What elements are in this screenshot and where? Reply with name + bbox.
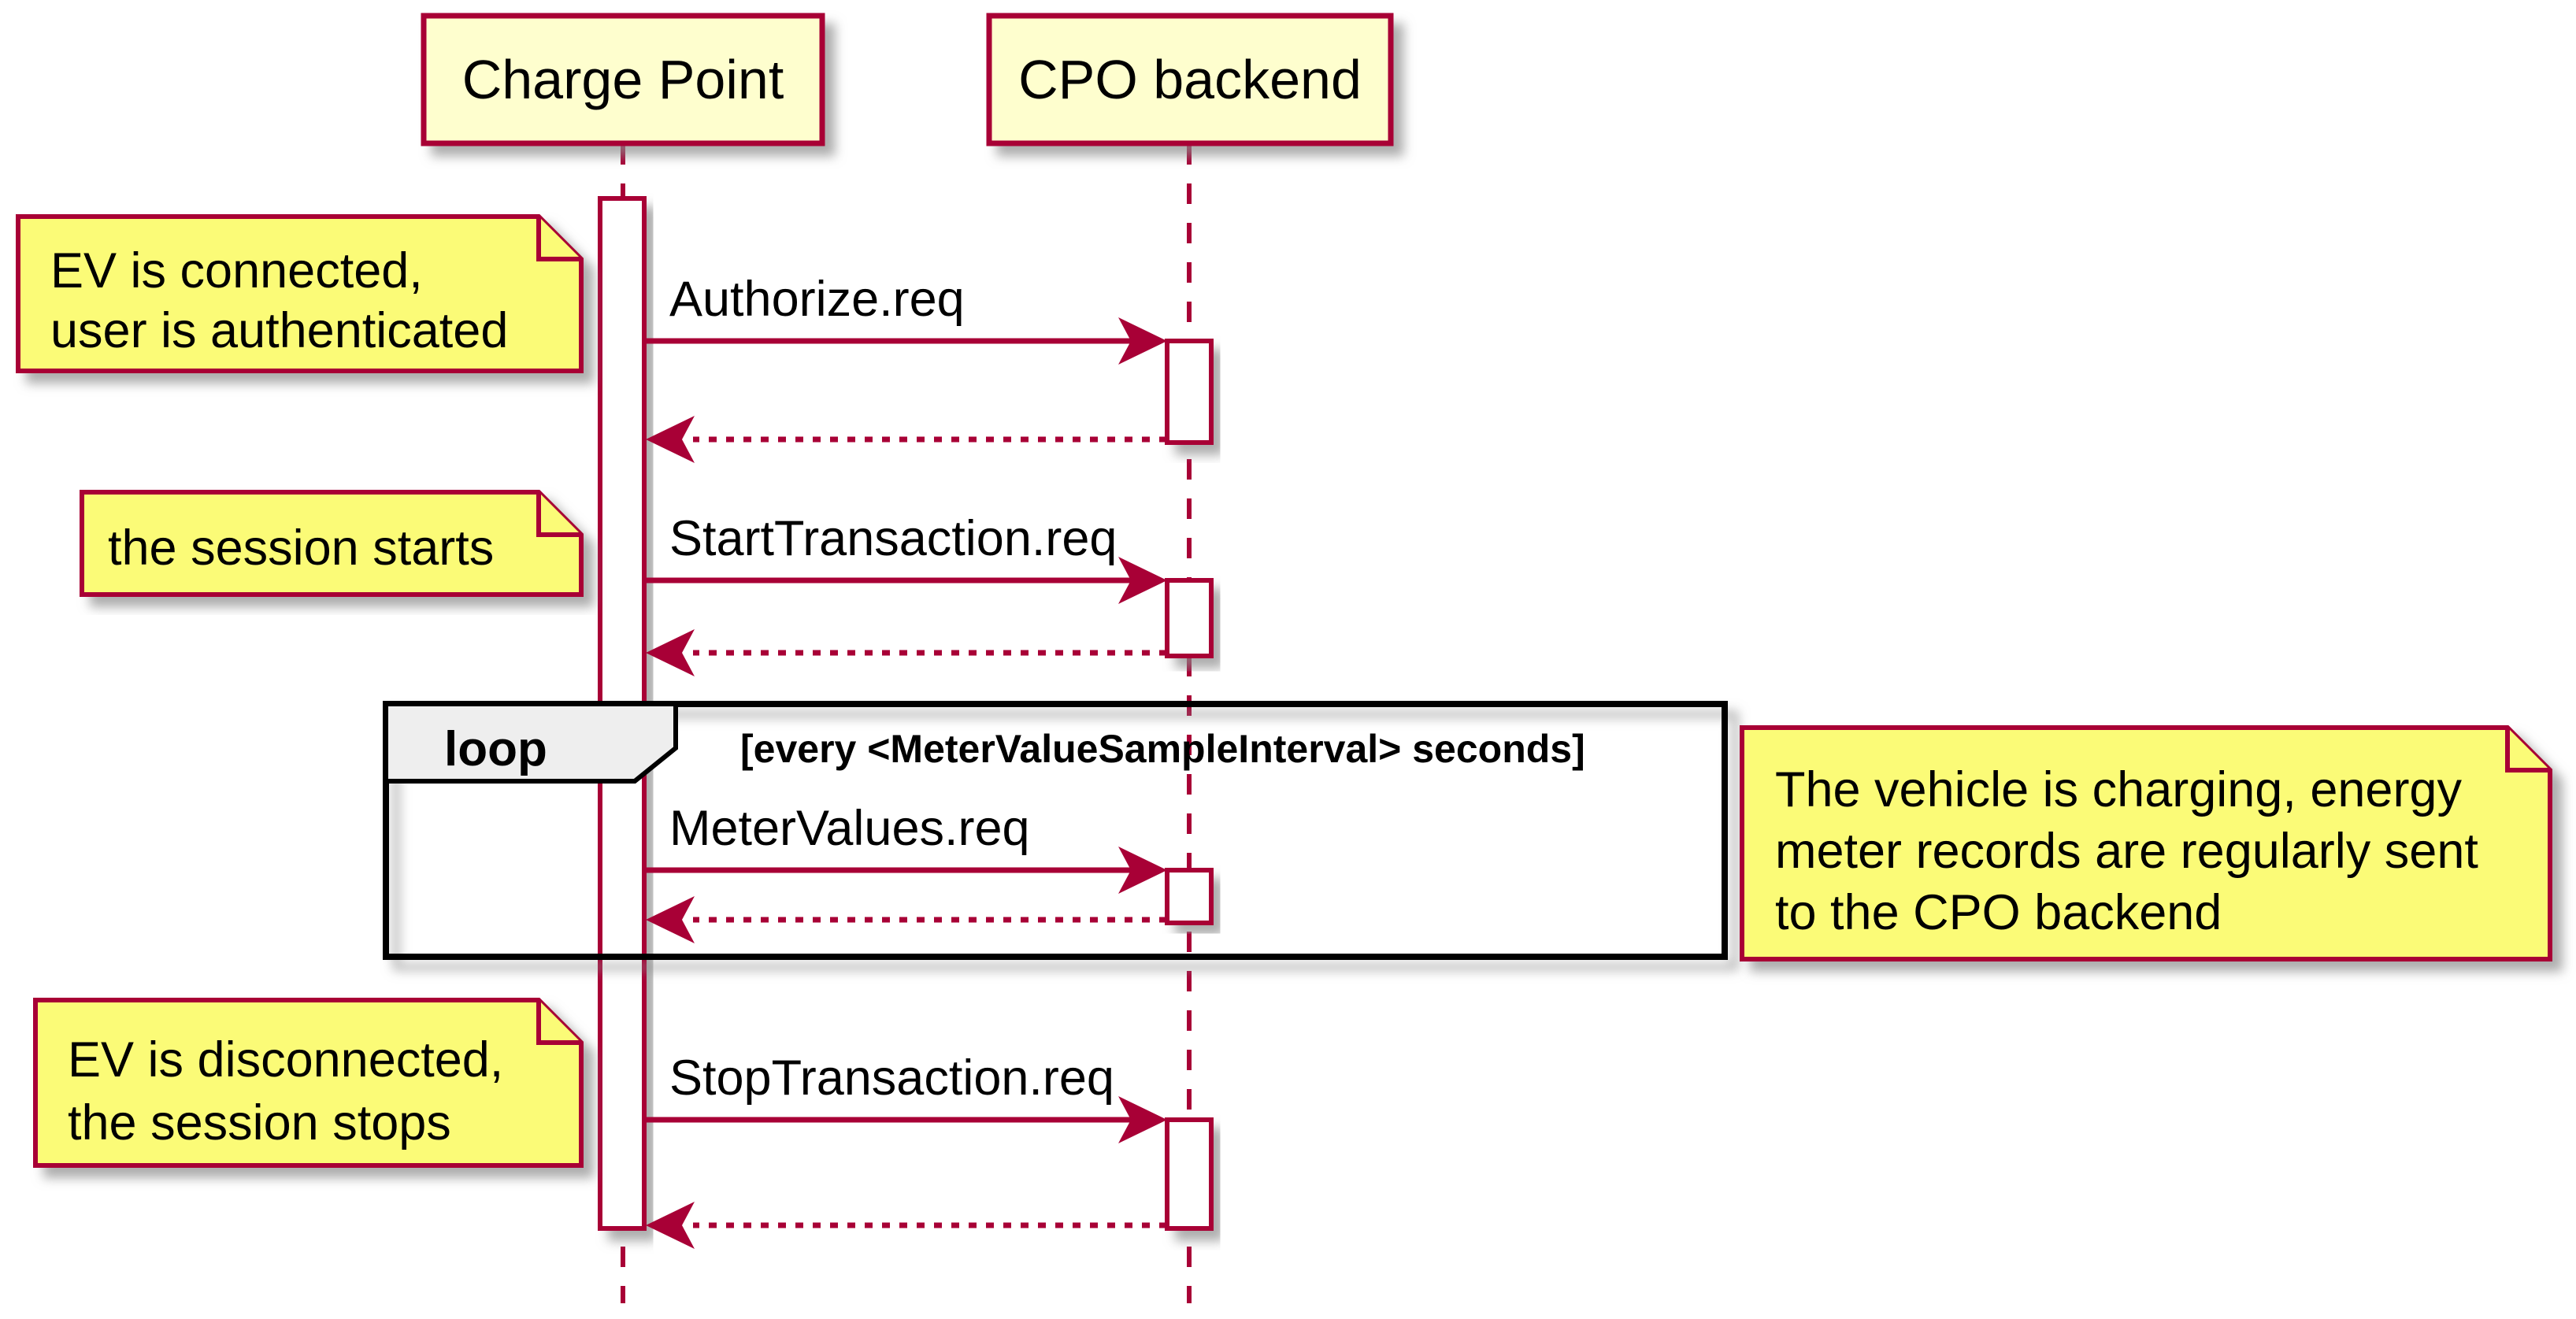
message-label-authorize-req: Authorize.req bbox=[669, 272, 965, 327]
note-fold-icon bbox=[536, 1000, 581, 1045]
participant-box-cpo-backend bbox=[986, 13, 1394, 146]
activation-bar-cpo-authorize bbox=[1165, 339, 1214, 445]
note-line: the session starts bbox=[108, 521, 495, 576]
note-ev-connected: EV is connected, user is authenticated bbox=[50, 241, 508, 361]
note-session-starts: the session starts bbox=[108, 518, 494, 578]
arrowhead-right-icon bbox=[1118, 1096, 1167, 1143]
loop-fragment-header-pentagon bbox=[384, 702, 678, 784]
activation-bar-cpo-stoptransaction bbox=[1165, 1117, 1214, 1231]
participant-box-charge-point bbox=[421, 13, 825, 146]
note-shape-vehicle-charging bbox=[1740, 725, 2552, 961]
note-fold-icon bbox=[536, 217, 581, 261]
loop-fragment-frame bbox=[383, 701, 1728, 960]
arrowhead-right-icon bbox=[1118, 317, 1167, 365]
note-fold-icon bbox=[536, 492, 581, 537]
note-shape-session-starts bbox=[80, 490, 584, 597]
return-arrow-stoptransaction bbox=[646, 1202, 1167, 1249]
arrowhead-right-icon bbox=[1118, 847, 1167, 894]
note-line: to the CPO backend bbox=[1775, 885, 2222, 940]
return-arrow-authorize bbox=[646, 416, 1167, 463]
participant-charge-point-label: Charge Point bbox=[461, 49, 784, 110]
activation-bar-cpo-metervalues bbox=[1165, 868, 1214, 925]
note-line: The vehicle is charging, energy bbox=[1775, 762, 2462, 817]
note-line: EV is disconnected, bbox=[68, 1032, 504, 1087]
return-arrow-metervalues bbox=[646, 896, 1167, 943]
participant-cpo-backend-label: CPO backend bbox=[1018, 49, 1362, 110]
arrow-authorize-req bbox=[646, 317, 1167, 365]
note-line: user is authenticated bbox=[50, 303, 509, 358]
message-label-stoptransaction-req: StopTransaction.req bbox=[669, 1050, 1114, 1106]
arrow-stoptransaction-req bbox=[646, 1096, 1167, 1143]
loop-operator-label: loop bbox=[444, 722, 547, 776]
loop-condition-label: [every <MeterValueSampleInterval> second… bbox=[740, 727, 1585, 771]
return-arrow-starttransaction bbox=[646, 629, 1167, 676]
note-ev-disconnected: EV is disconnected, the session stops bbox=[68, 1028, 503, 1154]
note-shape-ev-disconnected bbox=[33, 998, 584, 1168]
note-line: EV is connected, bbox=[50, 243, 423, 298]
arrow-starttransaction-req bbox=[646, 557, 1167, 604]
note-vehicle-charging: The vehicle is charging, energy meter re… bbox=[1775, 759, 2478, 943]
message-label-metervalues-req: MeterValues.req bbox=[669, 801, 1030, 856]
arrowhead-left-icon bbox=[646, 416, 695, 463]
note-line: meter records are regularly sent bbox=[1775, 824, 2478, 879]
arrowhead-left-icon bbox=[646, 629, 695, 676]
arrowhead-left-icon bbox=[646, 1202, 695, 1249]
note-fold-icon bbox=[2505, 728, 2550, 773]
activation-bar-cpo-starttransaction bbox=[1165, 578, 1214, 658]
arrowhead-left-icon bbox=[646, 896, 695, 943]
arrow-metervalues-req bbox=[646, 847, 1167, 894]
note-shape-ev-connected bbox=[16, 214, 584, 373]
arrowhead-right-icon bbox=[1118, 557, 1167, 604]
note-line: the session stops bbox=[68, 1095, 451, 1150]
message-label-starttransaction-req: StartTransaction.req bbox=[669, 511, 1118, 566]
